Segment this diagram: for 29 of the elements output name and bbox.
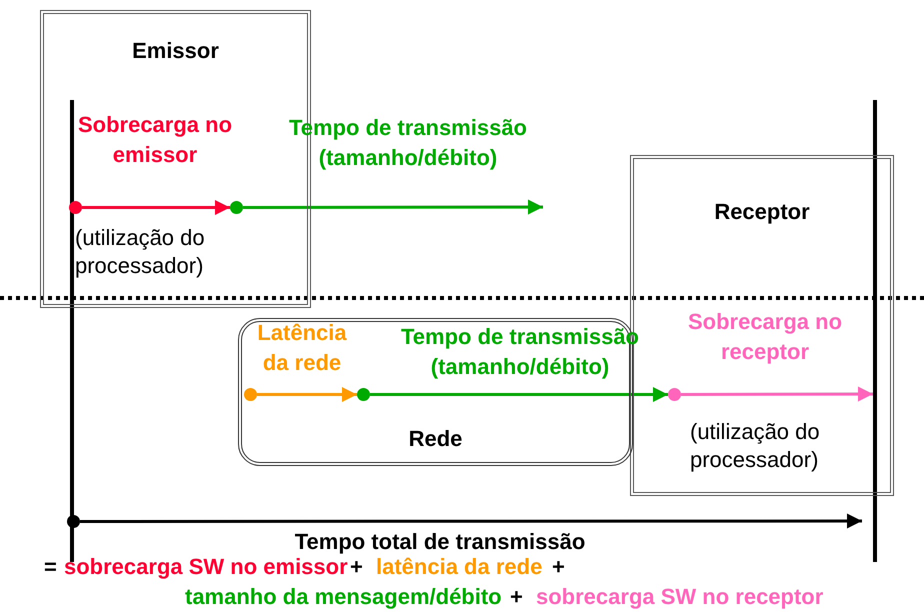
edge-label: Sobrecarga no receptor bbox=[686, 308, 844, 366]
time-point-dot bbox=[357, 388, 370, 401]
note-text: (utilização do processador) bbox=[690, 418, 821, 474]
node-title: Rede bbox=[408, 425, 464, 453]
formula-text: sobrecarga SW no emissor bbox=[64, 554, 348, 581]
arrow bbox=[681, 386, 873, 402]
node-title: Receptor bbox=[713, 198, 811, 226]
time-point-dot bbox=[67, 515, 80, 528]
formula-text: + bbox=[510, 583, 523, 611]
arrow bbox=[80, 514, 862, 528]
arrow bbox=[243, 200, 543, 215]
node-title: Emissor bbox=[131, 37, 220, 65]
formula-text: tamanho da mensagem/débito bbox=[185, 583, 502, 611]
time-point-dot bbox=[69, 201, 82, 214]
formula-text: + bbox=[552, 553, 565, 581]
arrow bbox=[82, 200, 230, 215]
formula-text: + bbox=[350, 554, 363, 581]
edge-label: Tempo total de transmissão bbox=[294, 528, 586, 556]
edge-label: Sobrecarga no emissor bbox=[76, 111, 234, 169]
formula-text: latência da rede bbox=[376, 553, 542, 581]
edge-label: Latência da rede bbox=[256, 319, 348, 377]
arrow bbox=[257, 387, 357, 402]
formula-text: sobrecarga SW no receptor bbox=[536, 583, 824, 611]
formula-text: = bbox=[44, 553, 57, 581]
time-point-dot bbox=[668, 388, 681, 401]
note-text: (utilização do processador) bbox=[75, 224, 206, 280]
arrow bbox=[370, 387, 668, 402]
time-point-dot bbox=[244, 388, 257, 401]
time-point-dot bbox=[230, 201, 243, 214]
